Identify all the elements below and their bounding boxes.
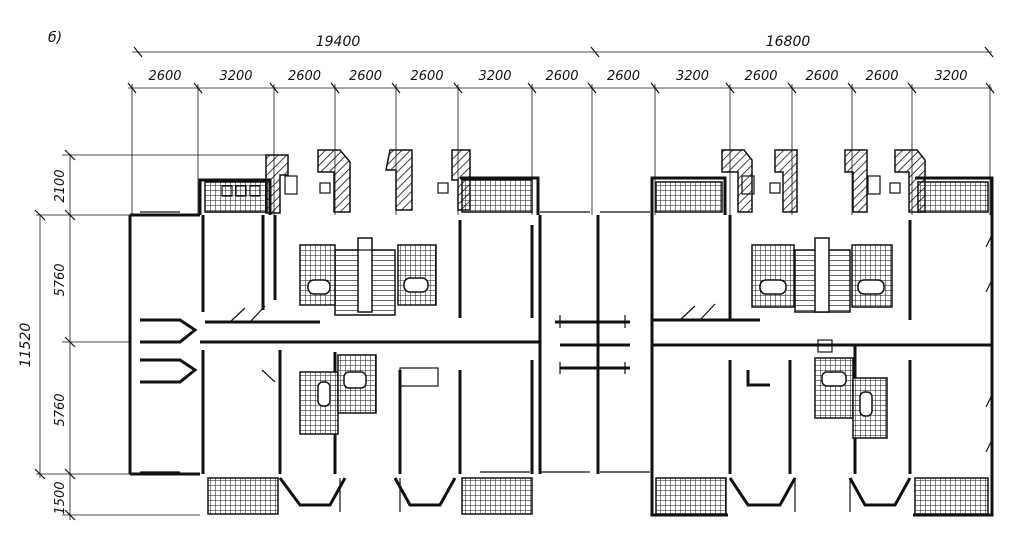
- bay-dimension-label: 2600: [148, 69, 181, 84]
- dim-total-left: 19400: [316, 34, 361, 50]
- bay-dimension-label: 3200: [478, 69, 511, 84]
- section-left: [128, 149, 542, 515]
- bay-dimension-label: 2600: [607, 69, 640, 84]
- bay-dimension-label: 2600: [865, 69, 898, 84]
- dim-left-row-2: 5760: [53, 263, 68, 296]
- left-dimension-chain: [34, 149, 270, 521]
- dim-left-total: 11520: [18, 323, 34, 368]
- dim-left-row-3: 5760: [53, 393, 68, 426]
- bay-dimension-label: 2600: [805, 69, 838, 84]
- dim-left-row-4: 1500: [53, 481, 68, 514]
- bay-dimension-label: 2600: [410, 69, 443, 84]
- dim-total-right: 16800: [766, 34, 811, 50]
- section-joint: [540, 211, 650, 474]
- bay-dimension-label: 2600: [545, 69, 578, 84]
- section-right: [650, 149, 994, 517]
- bay-dimension-label: 3200: [676, 69, 709, 84]
- bay-dimension-label: 2600: [744, 69, 777, 84]
- bay-dimension-label: 3200: [934, 69, 967, 84]
- bay-dimension-label: 2600: [288, 69, 321, 84]
- bay-dimension-label: 2600: [349, 69, 382, 84]
- dim-left-row-1: 2100: [53, 169, 68, 202]
- bay-dimension-label: 3200: [219, 69, 252, 84]
- figure-label: б): [48, 30, 62, 46]
